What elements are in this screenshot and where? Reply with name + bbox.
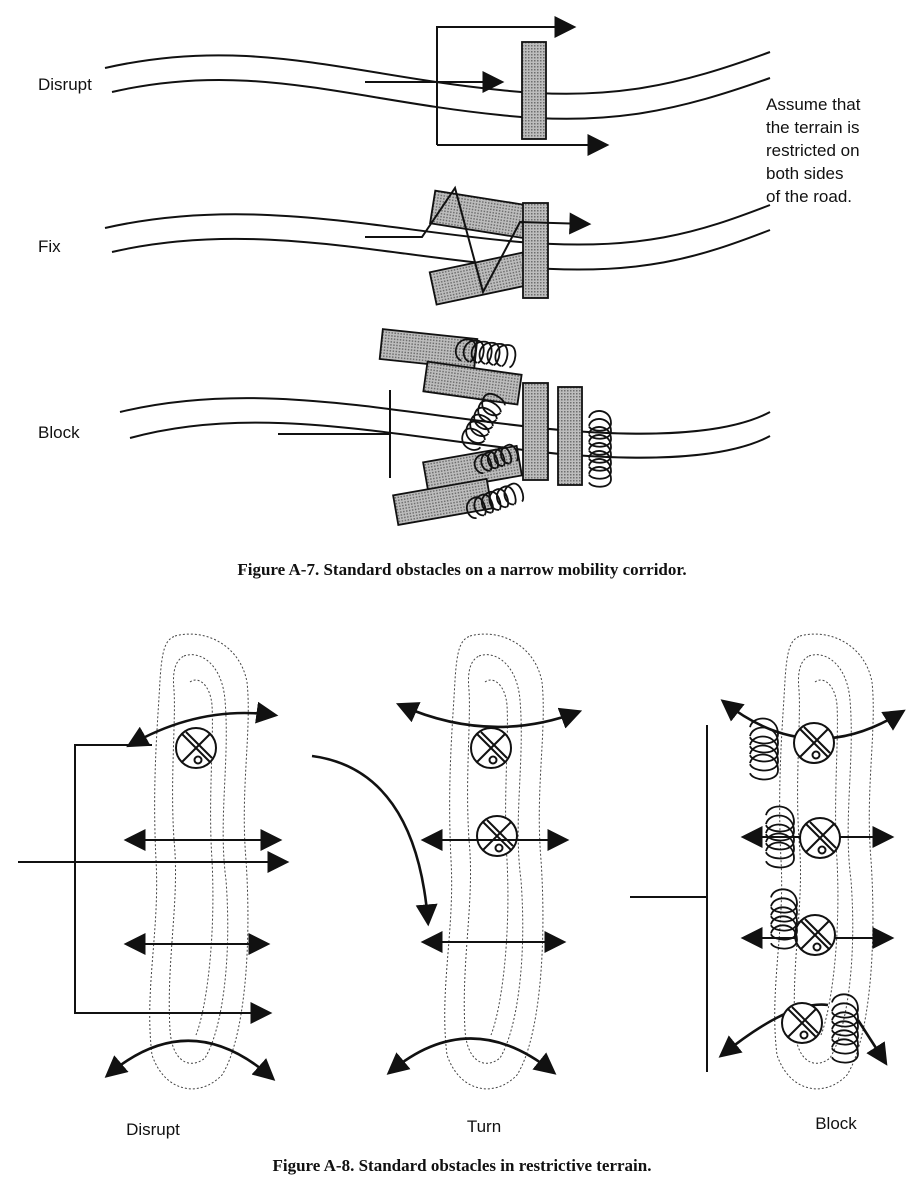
road-edge: [104, 51, 771, 95]
obstacle-block: [392, 477, 493, 526]
a8-disrupt-label: Disrupt: [126, 1120, 180, 1139]
split-arrow: [126, 701, 279, 748]
road-edge: [104, 204, 771, 246]
concertina-wire-coil: [473, 443, 519, 474]
terrain-contour-inner: [814, 679, 839, 1036]
a7-block-diagram: Block: [38, 328, 771, 526]
road-edge: [111, 77, 771, 120]
terrain-contour-outer: [444, 633, 544, 1090]
turn-arrow: [311, 754, 438, 927]
a8-disrupt-panel: Disrupt: [18, 633, 290, 1139]
a7-disrupt-diagram: Disrupt: [38, 16, 771, 156]
terrain-note: Assume that the terrain is restricted on…: [766, 95, 865, 206]
disrupt-label: Disrupt: [38, 75, 92, 94]
block-label: Block: [38, 423, 80, 442]
concertina-wire-coil: [831, 993, 859, 1064]
mine-symbol: [476, 815, 518, 857]
terrain-contour-mid: [793, 654, 854, 1064]
a8-turn-label: Turn: [467, 1117, 501, 1136]
mine-symbol: [470, 727, 512, 769]
figure-a8: Disrupt Turn: [18, 633, 906, 1175]
mine-symbol: [794, 914, 836, 956]
note-line: restricted on: [766, 141, 860, 160]
concertina-wire-coil: [770, 888, 798, 950]
obstacle-block: [522, 382, 549, 481]
terrain-contour-mid: [168, 654, 229, 1064]
a8-turn-panel: Turn: [311, 633, 583, 1136]
road-edge: [119, 397, 771, 435]
terrain-contour-inner: [189, 679, 214, 1036]
wire-entanglements: [454, 338, 612, 519]
diag-arrow: [856, 1019, 888, 1066]
concertina-wire-coil: [461, 392, 506, 451]
split-arrow: [104, 1039, 276, 1081]
concertina-wire-coil: [749, 717, 779, 781]
road-edge: [129, 421, 771, 459]
concertina-wire-coil: [465, 482, 525, 519]
split-arrow: [718, 1003, 829, 1058]
mine-symbol: [175, 727, 217, 769]
terrain-contour-inner: [484, 679, 509, 1036]
obstacle-block: [521, 41, 547, 140]
mine-symbol: [799, 817, 841, 859]
obstacle-block: [522, 202, 549, 299]
note-line: both sides: [766, 164, 844, 183]
mine-symbol: [781, 1002, 823, 1044]
figure-a8-caption: Figure A-8. Standard obstacles in restri…: [273, 1156, 652, 1175]
bracket-line: [74, 744, 273, 1024]
note-line: the terrain is: [766, 118, 860, 137]
obstacle-block: [422, 360, 523, 406]
zigzag-line: [365, 185, 592, 295]
mine-symbol: [793, 722, 835, 764]
figure-a7-caption: Figure A-7. Standard obstacles on a narr…: [237, 560, 686, 579]
obstacle-block: [557, 386, 583, 486]
split-arrow: [395, 702, 583, 729]
concertina-wire-coil: [765, 805, 795, 869]
bracket-line: [436, 16, 577, 145]
a8-block-panel: Block: [630, 633, 906, 1133]
concertina-wire-coil: [454, 338, 517, 369]
a8-block-label: Block: [815, 1114, 857, 1133]
figure-a7: Disrupt Assume that the terrain is restr…: [38, 16, 865, 579]
split-arrow: [386, 1037, 557, 1075]
fix-label: Fix: [38, 237, 61, 256]
concertina-wire-coil: [588, 410, 612, 488]
a7-fix-diagram: Fix: [38, 185, 771, 306]
note-line: Assume that: [766, 95, 861, 114]
note-line: of the road.: [766, 187, 852, 206]
wire-entanglements: [749, 717, 859, 1064]
terrain-contour-mid: [463, 654, 524, 1064]
